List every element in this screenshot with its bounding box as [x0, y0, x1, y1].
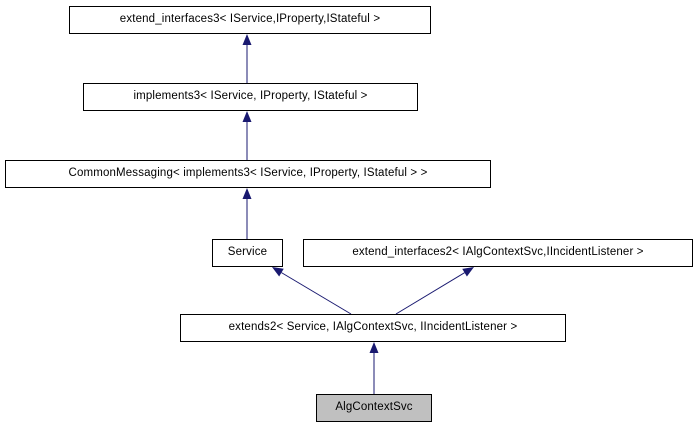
inheritance-edge	[395, 267, 474, 315]
inheritance-edge	[272, 267, 352, 315]
inheritance-arrowhead-icon	[462, 267, 474, 277]
class-node-extend_interfaces2[interactable]: extend_interfaces2< IAlgContextSvc,IInci…	[303, 239, 693, 267]
class-node-label: extend_interfaces3< IService,IProperty,I…	[119, 13, 381, 26]
class-node-extends2[interactable]: extends2< Service, IAlgContextSvc, IInci…	[180, 314, 566, 342]
class-node-common_messaging[interactable]: CommonMessaging< implements3< IService, …	[5, 160, 491, 188]
class-node-label: Service	[227, 246, 268, 259]
inheritance-arrowhead-icon	[242, 111, 252, 122]
class-node-label: AlgContextSvc	[335, 401, 413, 414]
inheritance-edge	[369, 342, 379, 394]
inheritance-edge	[242, 188, 252, 239]
inheritance-arrowhead-icon	[369, 342, 379, 353]
class-node-label: implements3< IService, IProperty, IState…	[133, 90, 368, 103]
inheritance-arrowhead-icon	[242, 188, 252, 199]
class-node-service[interactable]: Service	[212, 239, 283, 267]
class-node-label: CommonMessaging< implements3< IService, …	[68, 167, 428, 180]
class-node-alg_context_svc[interactable]: AlgContextSvc	[316, 394, 432, 422]
inheritance-edge	[242, 111, 252, 160]
inheritance-arrowhead-icon	[272, 267, 284, 277]
class-node-implements3[interactable]: implements3< IService, IProperty, IState…	[83, 83, 418, 111]
edge-line	[395, 272, 465, 315]
inheritance-arrowhead-icon	[242, 34, 252, 45]
inheritance-edge	[242, 34, 252, 83]
class-node-extend_interfaces3[interactable]: extend_interfaces3< IService,IProperty,I…	[69, 6, 431, 34]
class-node-label: extend_interfaces2< IAlgContextSvc,IInci…	[352, 246, 644, 259]
class-node-label: extends2< Service, IAlgContextSvc, IInci…	[228, 321, 518, 334]
edge-line	[281, 272, 352, 315]
